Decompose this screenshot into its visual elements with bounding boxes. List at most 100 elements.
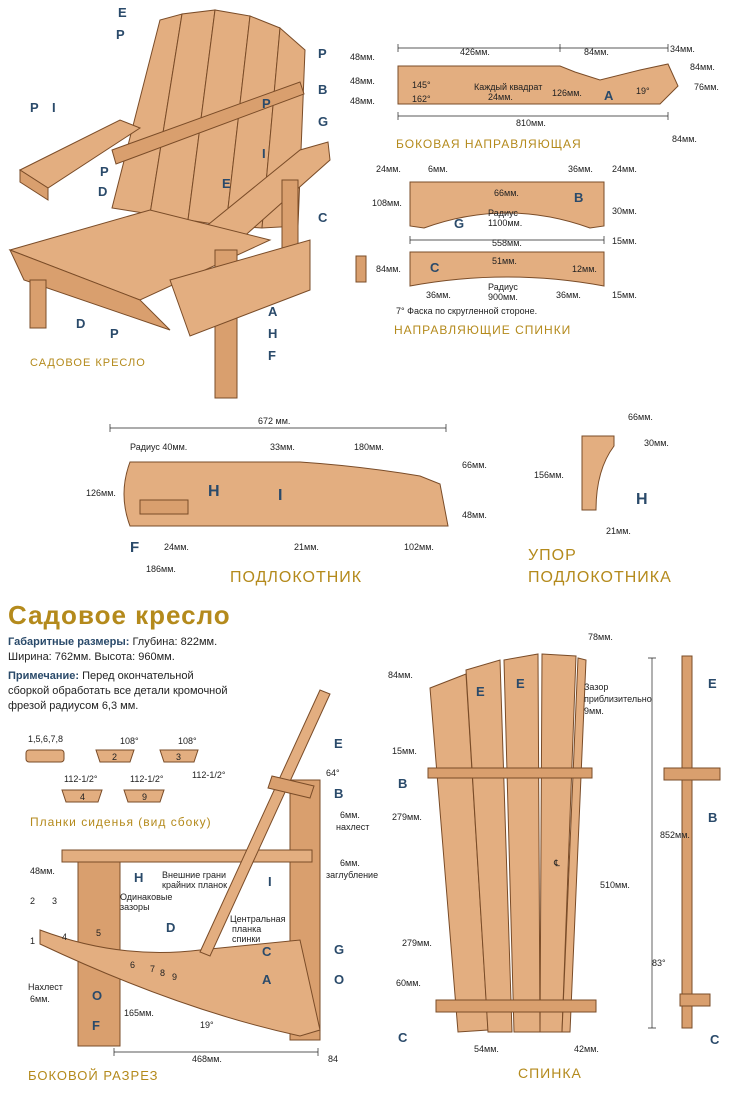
bk-d510: 510мм. xyxy=(600,880,630,890)
label-i-1: I xyxy=(52,100,56,115)
slat-a1125a: 112-1/2° xyxy=(192,770,226,780)
label-g-1: G xyxy=(318,114,328,129)
sec-label-o2: O xyxy=(334,972,344,987)
br-radius2: Радиус xyxy=(488,282,518,292)
sr-a145: 145° xyxy=(412,80,431,90)
br-d6: 6мм. xyxy=(428,164,448,174)
label-b-1: B xyxy=(318,82,327,97)
label-f-1: F xyxy=(268,348,276,363)
slat-group: 1,5,6,7,8 xyxy=(28,734,63,744)
sec-label-f: F xyxy=(92,1018,100,1033)
slat-n2: 2 xyxy=(112,752,117,762)
br-d84: 84мм. xyxy=(376,264,401,274)
br-d12: 12мм. xyxy=(572,264,597,274)
label-d-1: D xyxy=(98,184,107,199)
label-p-2: P xyxy=(30,100,39,115)
ar-d126: 126мм. xyxy=(86,488,116,498)
bk-d279b: 279мм. xyxy=(402,938,432,948)
bk-label-b2: B xyxy=(708,810,717,825)
slat-a108b: 108° xyxy=(178,736,197,746)
bk-gap-2: приблизительно xyxy=(584,694,652,704)
sec-label-h: H xyxy=(134,870,143,885)
sr-grid-2: 24мм. xyxy=(488,92,513,102)
bk-d54: 54мм. xyxy=(474,1044,499,1054)
bk-label-e3: E xyxy=(708,676,717,691)
label-p-6: P xyxy=(110,326,119,341)
sec-d165: 165мм. xyxy=(124,1008,154,1018)
label-p-4: P xyxy=(318,46,327,61)
chair-illustration xyxy=(8,9,331,399)
ar-d186: 186мм. xyxy=(146,564,176,574)
label-p-1: P xyxy=(116,27,125,42)
chair-letter-labels: E P P I P D E P B P G I C A H F D P xyxy=(30,5,328,363)
label-c-1: C xyxy=(318,210,328,225)
sec-n1: 1 xyxy=(30,936,35,946)
sec-d6-recess: 6мм. xyxy=(340,858,360,868)
sec-label-a: A xyxy=(262,972,272,987)
seat-slats-drawing xyxy=(25,749,199,803)
ar-d33: 33мм. xyxy=(270,442,295,452)
br-d51: 51мм. xyxy=(492,256,517,266)
caption-support-1: УПОР xyxy=(528,547,577,564)
caption-armrest: ПОДЛОКОТНИК xyxy=(230,569,362,586)
bk-d42: 42мм. xyxy=(574,1044,599,1054)
sec-overlap6-2: 6мм. xyxy=(30,994,50,1004)
sec-d48: 48мм. xyxy=(30,866,55,876)
label-i-2: I xyxy=(262,146,266,161)
label-e-top: E xyxy=(118,5,127,20)
br-d30: 30мм. xyxy=(612,206,637,216)
sec-label-c: C xyxy=(262,944,272,959)
br-radius1: Радиус xyxy=(488,208,518,218)
sec-n3: 3 xyxy=(52,896,57,906)
bk-d279a: 279мм. xyxy=(392,812,422,822)
br-label-c: C xyxy=(430,260,440,275)
sup-d156: 156мм. xyxy=(534,470,564,480)
caption-side-section: БОКОВОЙ РАЗРЕЗ xyxy=(28,1068,158,1083)
caption-back: СПИНКА xyxy=(518,1065,582,1081)
sup-label-h: H xyxy=(636,491,648,508)
sec-overlap-word: нахлест xyxy=(336,822,369,832)
caption-chair: САДОВОЕ КРЕСЛО xyxy=(30,357,146,369)
bk-a83: 83° xyxy=(652,958,666,968)
note-text-2: сборкой обработать все детали кромочной xyxy=(8,685,228,697)
bk-d84: 84мм. xyxy=(388,670,413,680)
ar-d21: 21мм. xyxy=(294,542,319,552)
dims-text: Глубина: 822мм. xyxy=(129,636,218,648)
br-radius1-val: 1100мм. xyxy=(488,218,522,228)
label-p-5: P xyxy=(262,96,271,111)
bk-label-e2: E xyxy=(516,676,525,691)
bk-gap-1: Зазор xyxy=(584,682,608,692)
br-d24b: 24мм. xyxy=(612,164,637,174)
sec-label-i: I xyxy=(268,874,272,889)
info-block: Садовое кресло Габаритные размеры: Глуби… xyxy=(8,600,348,714)
br-d36c: 36мм. xyxy=(556,290,581,300)
sr-a19: 19° xyxy=(636,86,650,96)
sec-n8: 8 xyxy=(160,968,165,978)
armrest-drawing xyxy=(109,424,449,527)
sr-d84b: 84мм. xyxy=(690,62,715,72)
sr-d48b: 48мм. xyxy=(350,76,375,86)
bk-label-e1: E xyxy=(476,684,485,699)
slat-n9: 9 xyxy=(142,792,147,802)
slat-a108a: 108° xyxy=(120,736,139,746)
sup-d66: 66мм. xyxy=(628,412,653,422)
sec-equal-2: зазоры xyxy=(120,902,150,912)
bk-label-c1: C xyxy=(398,1030,408,1045)
sup-d30: 30мм. xyxy=(644,438,669,448)
label-h-1: H xyxy=(268,326,277,341)
ar-d66: 66мм. xyxy=(462,460,487,470)
note-label: Примечание: xyxy=(8,670,80,682)
sr-d84a: 84мм. xyxy=(584,47,609,57)
side-section-drawing xyxy=(39,689,331,1056)
sr-d48c: 48мм. xyxy=(350,96,375,106)
slat-a1125c: 112-1/2° xyxy=(130,774,164,784)
sec-label-g: G xyxy=(334,942,344,957)
note-text: Перед окончательной xyxy=(79,670,194,682)
sec-n6: 6 xyxy=(130,960,135,970)
sr-a162: 162° xyxy=(412,94,431,104)
sec-n5: 5 xyxy=(96,928,101,938)
sr-d126: 126мм. xyxy=(552,88,582,98)
ar-d48: 48мм. xyxy=(462,510,487,520)
ar-label-f: F xyxy=(130,539,139,556)
bk-d852: 852мм. xyxy=(660,830,690,840)
